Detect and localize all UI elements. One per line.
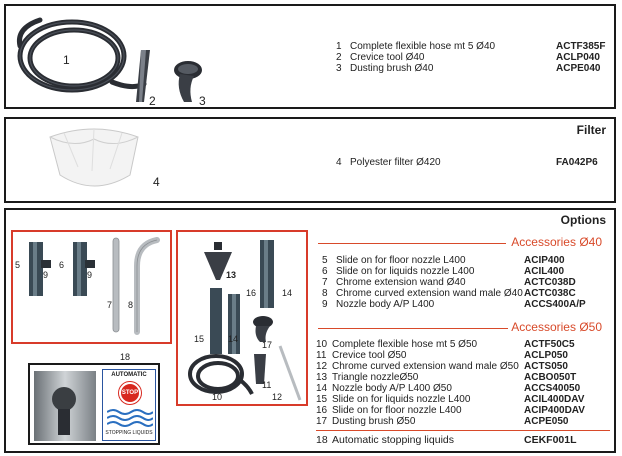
list-item: 6 Slide on for liquids nozzle L400 ACIL4… [322, 266, 565, 277]
item-18-list: 18 Automatic stopping liquids CEKF001L [316, 435, 612, 446]
nozzle-16-image [260, 240, 274, 308]
accessories-50-image-box: 13 16 14 15 14 17 11 12 10 [176, 230, 308, 406]
nozzle-15-image [210, 288, 240, 354]
label-16: 16 [246, 288, 257, 298]
label-11: 11 [262, 380, 272, 390]
list-item: 3 Dusting brush Ø40 ACPE040 [336, 63, 601, 74]
filter-list: 4 Polyester filter Ø420 FA042P6 [336, 157, 611, 168]
hose-kit-panel: 1 2 3 1 Complete flexible hose mt 5 Ø40 … [4, 4, 616, 109]
label-8: 8 [128, 300, 134, 310]
label-3: 3 [199, 94, 206, 108]
label-1: 1 [63, 53, 70, 67]
list-item: 9 Nozzle body A/P L400 ACCS400A/P [322, 299, 586, 310]
dusting-brush-image [174, 61, 202, 102]
label-9-a: 9 [43, 270, 49, 280]
label-12: 12 [272, 392, 283, 402]
list-item: 8 Chrome curved extension wand male Ø40 … [322, 288, 576, 299]
list-item: 16 Slide on for floor nozzle L400 ACIP40… [316, 405, 585, 416]
filter-title: Filter [576, 123, 606, 137]
crevice-tool-50-image [254, 354, 266, 384]
list-item: 13 Triangle nozzleØ50 ACBO050T [316, 372, 577, 383]
acc40-divider [318, 243, 506, 244]
label-2: 2 [149, 94, 156, 108]
label-5: 5 [15, 260, 21, 270]
label-13: 13 [226, 270, 237, 280]
list-item: 7 Chrome extension wand Ø40 ACTC038D [322, 277, 576, 288]
label-4: 4 [153, 175, 160, 189]
accessories-50-list: 10 Complete flexible hose mt 5 Ø50 ACTF5… [316, 339, 612, 427]
label-17: 17 [262, 340, 273, 350]
options-title: Options [560, 213, 606, 227]
automatic-stop-badge: AUTOMATIC STOP STOPPING LIQUIDS [102, 369, 156, 441]
list-item: 12 Chrome curved extension wand male Ø50… [316, 361, 568, 372]
list-item: 5 Slide on for floor nozzle L400 ACIP400 [322, 255, 565, 266]
filter-panel: Filter 4 4 Polyester filter Ø420 FA042P6 [4, 117, 616, 203]
label-6: 6 [59, 260, 65, 270]
accessories-40-title: Accessories Ø40 [511, 235, 602, 249]
item-18-divider [316, 430, 610, 431]
accessories-50-title: Accessories Ø50 [511, 320, 602, 334]
options-panel: Options 5 9 6 9 7 8 [4, 208, 616, 453]
list-item: 17 Dusting brush Ø50 ACPE050 [316, 416, 569, 427]
polyester-filter-image [49, 128, 139, 187]
badge-bottom-text: STOPPING LIQUIDS [105, 430, 153, 436]
label-7: 7 [107, 300, 113, 310]
water-waves-icon [107, 409, 153, 427]
list-item: 4 Polyester filter Ø420 FA042P6 [336, 157, 598, 168]
label-9-b: 9 [87, 270, 93, 280]
crevice-tool-image [136, 50, 150, 102]
automatic-stop-box: AUTOMATIC STOP STOPPING LIQUIDS [28, 363, 160, 445]
list-item: 14 Nozzle body A/P L400 Ø50 ACCS40050 [316, 383, 581, 394]
triangle-nozzle-image [204, 242, 232, 280]
accessories-40-image-box: 5 9 6 9 7 8 [11, 230, 172, 344]
list-item: 15 Slide on for liquids nozzle L400 ACIL… [316, 394, 585, 405]
hose-kit-list: 1 Complete flexible hose mt 5 Ø40 ACTF38… [336, 41, 611, 74]
dusting-brush-50-image [253, 316, 273, 342]
stop-sign-icon: STOP [119, 382, 141, 404]
label-14-b: 14 [228, 334, 239, 344]
label-18: 18 [120, 352, 131, 362]
acc50-divider [318, 328, 508, 329]
label-14-a: 14 [282, 288, 293, 298]
list-item: 11 Crevice tool Ø50 ACLP050 [316, 350, 568, 361]
accessories-40-list: 5 Slide on for floor nozzle L400 ACIP400… [322, 255, 612, 310]
extension-wand-image [112, 237, 160, 335]
curved-wand-50-image [278, 345, 302, 401]
list-item: 1 Complete flexible hose mt 5 Ø40 ACTF38… [336, 41, 606, 52]
label-10: 10 [212, 392, 223, 402]
label-15: 15 [194, 334, 205, 344]
flexible-hose-50-image [188, 354, 254, 395]
badge-top-text: AUTOMATIC [111, 372, 147, 378]
list-item: 2 Crevice tool Ø40 ACLP040 [336, 52, 600, 63]
list-item: 10 Complete flexible hose mt 5 Ø50 ACTF5… [316, 339, 575, 350]
nozzle-6-image [73, 242, 95, 296]
nozzle-5-image [29, 242, 51, 296]
stop-valve-image [34, 371, 96, 441]
list-item: 18 Automatic stopping liquids CEKF001L [316, 434, 577, 446]
